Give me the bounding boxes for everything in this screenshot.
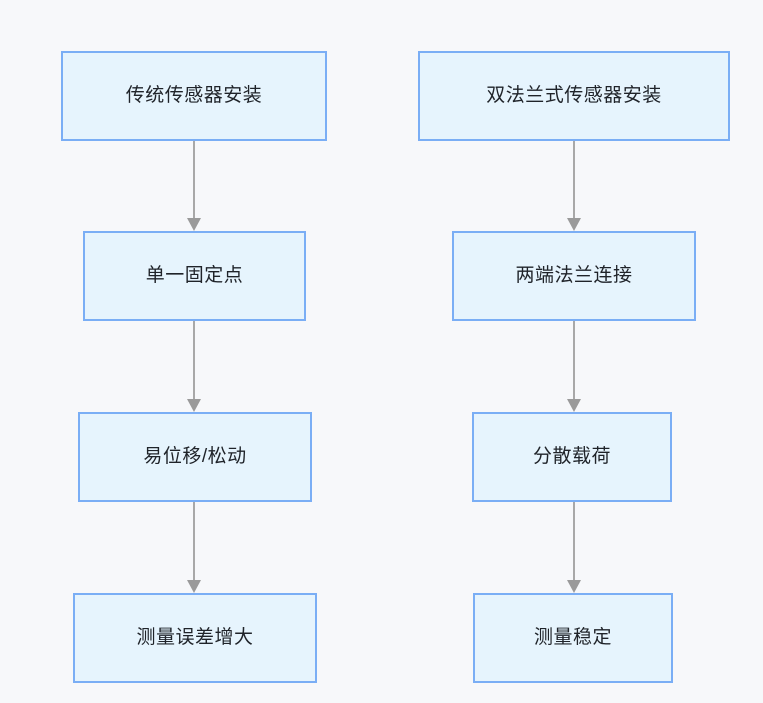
node-label: 测量稳定 [533,626,612,648]
node-both-ends-flange-connection[interactable]: 两端法兰连接 [452,231,696,321]
node-label: 单一固定点 [145,264,244,286]
node-measurement-error-increase[interactable]: 测量误差增大 [73,593,317,683]
connector-left-2 [181,321,207,412]
connector-line [193,502,195,580]
arrowhead-icon [187,580,201,593]
node-label: 分散载荷 [532,445,611,467]
connector-line [193,141,195,218]
node-label: 双法兰式传感器安装 [486,84,662,106]
arrowhead-icon [567,580,581,593]
connector-left-1 [181,141,207,231]
arrowhead-icon [187,399,201,412]
connector-line [573,321,575,399]
node-label: 测量误差增大 [136,626,254,648]
arrowhead-icon [187,218,201,231]
connector-right-1 [561,141,587,231]
node-label: 传统传感器安装 [125,84,263,106]
arrowhead-icon [567,399,581,412]
node-label: 两端法兰连接 [515,264,633,286]
connector-left-3 [181,502,207,593]
connector-line [573,502,575,580]
arrowhead-icon [567,218,581,231]
connector-line [193,321,195,399]
node-traditional-sensor-installation[interactable]: 传统传感器安装 [61,51,327,141]
node-stable-measurement[interactable]: 测量稳定 [473,593,673,683]
connector-line [573,141,575,218]
connector-right-2 [561,321,587,412]
node-distributed-load[interactable]: 分散载荷 [472,412,672,502]
node-dual-flange-sensor-installation[interactable]: 双法兰式传感器安装 [418,51,730,141]
node-displacement-loosening[interactable]: 易位移/松动 [78,412,312,502]
node-single-fixed-point[interactable]: 单一固定点 [83,231,306,321]
node-label: 易位移/松动 [143,445,247,467]
connector-right-3 [561,502,587,593]
